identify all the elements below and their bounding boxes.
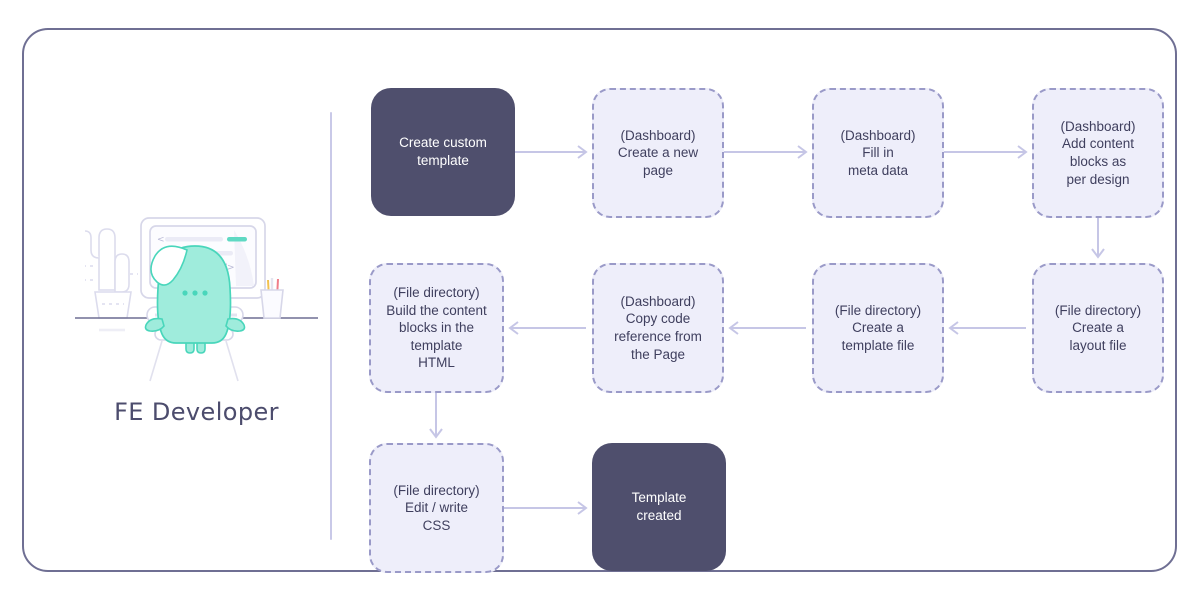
- flow-node-create-a-template-file[interactable]: (File directory) Create a template file: [812, 263, 944, 393]
- flow-node-template-created[interactable]: Template created: [592, 443, 726, 571]
- edge-n3-n4: [944, 145, 1028, 159]
- svg-text:/>: />: [224, 263, 235, 273]
- persona-label: FE Developer: [114, 398, 279, 426]
- edge-n1-n2: [515, 145, 588, 159]
- flow-node-label: (Dashboard) Fill in meta data: [840, 127, 916, 178]
- mascot-character: [144, 245, 246, 354]
- persona-panel: < />: [69, 200, 324, 440]
- edge-n4-n5: [1091, 218, 1105, 259]
- edge-n8-n9: [429, 393, 443, 439]
- edge-n9-n10: [504, 501, 588, 515]
- developer-at-desk-illustration: < />: [75, 217, 318, 382]
- edge-n5-n6: [948, 321, 1026, 335]
- flow-node-label: Create custom template: [399, 135, 487, 168]
- edge-n7-n8: [508, 321, 586, 335]
- flow-node-label: (File directory) Create a layout file: [1054, 302, 1142, 353]
- pencil-cup-icon: [260, 278, 284, 319]
- flow-node-copy-code-reference[interactable]: (Dashboard) Copy code reference from the…: [592, 263, 724, 393]
- flow-node-add-content-blocks[interactable]: (Dashboard) Add content blocks as per de…: [1032, 88, 1164, 218]
- edge-n2-n3: [724, 145, 808, 159]
- flow-node-build-the-content-blocks[interactable]: (File directory) Build the content block…: [369, 263, 504, 393]
- flow-node-label: (Dashboard) Add content blocks as per de…: [1060, 118, 1136, 187]
- flow-node-create-a-new-page[interactable]: (Dashboard) Create a new page: [592, 88, 724, 218]
- cactus-icon: [84, 228, 138, 319]
- vertical-divider: [330, 112, 332, 540]
- flow-node-label: (Dashboard) Create a new page: [617, 127, 699, 178]
- outer-frame: < />: [22, 28, 1177, 573]
- flow-node-label: (Dashboard) Copy code reference from the…: [614, 293, 702, 362]
- flow-node-edit-write-css[interactable]: (File directory) Edit / write CSS: [369, 443, 504, 573]
- svg-text:<: <: [157, 235, 165, 245]
- edge-n6-n7: [728, 321, 806, 335]
- flow-node-label: (File directory) Edit / write CSS: [393, 482, 480, 533]
- flow-node-label: (File directory) Build the content block…: [386, 285, 487, 371]
- flow-node-label: (File directory) Create a template file: [834, 302, 922, 353]
- flow-node-label: Template created: [631, 490, 687, 523]
- flow-node-create-custom-template[interactable]: Create custom template: [371, 88, 515, 216]
- flow-node-create-a-layout-file[interactable]: (File directory) Create a layout file: [1032, 263, 1164, 393]
- flow-node-fill-in-meta-data[interactable]: (Dashboard) Fill in meta data: [812, 88, 944, 218]
